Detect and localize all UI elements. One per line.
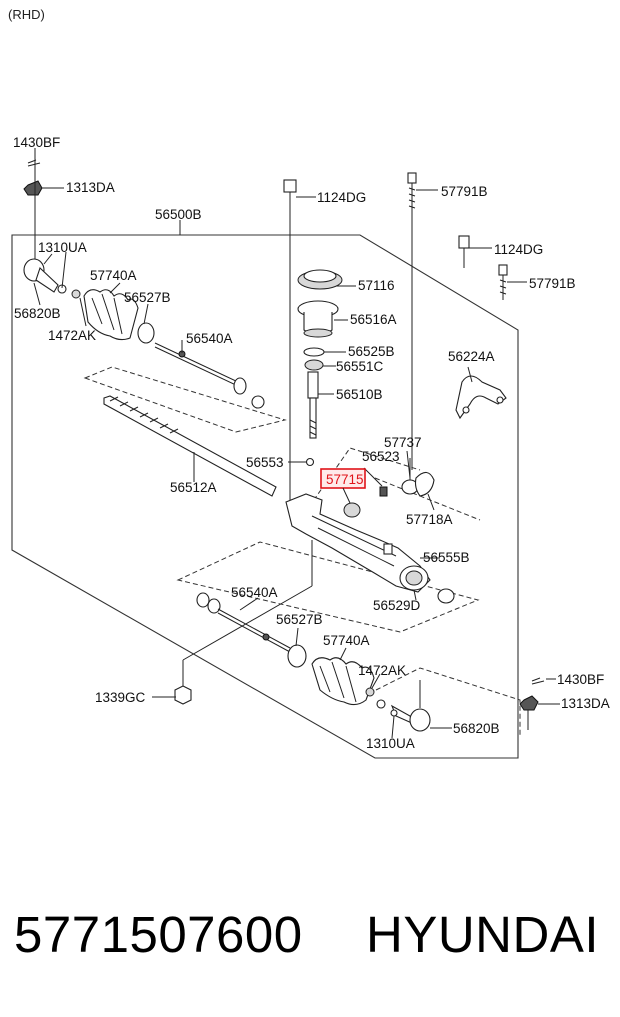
label-56512a[interactable]: 56512A: [170, 480, 217, 495]
castle-nut-bottom: [519, 695, 539, 711]
label-56525b[interactable]: 56525B: [348, 344, 395, 359]
label-56500b[interactable]: 56500B: [155, 207, 202, 222]
label-56551c[interactable]: 56551C: [336, 359, 384, 374]
cotter-pin-top: [27, 159, 41, 167]
boot-top: [83, 289, 139, 341]
label-57740a-top[interactable]: 57740A: [90, 268, 137, 283]
boot-band-top: [137, 322, 155, 344]
dust-seal-57116: [297, 269, 343, 290]
mounting-clamp-56224a: [455, 235, 508, 420]
label-1310ua-bottom[interactable]: 1310UA: [366, 736, 415, 751]
boot-bottom: [311, 657, 375, 706]
variant-label: (RHD): [8, 7, 45, 22]
part-title: 5771507600 HYUNDAI: [14, 905, 614, 975]
assembly-frame: [11, 234, 519, 759]
label-56820b-top[interactable]: 56820B: [14, 306, 61, 321]
label-57740a-bottom[interactable]: 57740A: [323, 633, 370, 648]
label-1472ak-bottom[interactable]: 1472AK: [358, 663, 406, 678]
label-1124dg-1[interactable]: 1124DG: [317, 190, 366, 205]
cotter-pin-bottom: [531, 677, 545, 685]
bolt-1124dg-left: [283, 179, 297, 500]
bearing-56551c: [304, 359, 324, 371]
label-56523[interactable]: 56523: [362, 449, 400, 464]
jam-nut-bottom: [376, 699, 386, 709]
boot-band-bottom: [287, 644, 307, 668]
steering-rack: [103, 395, 277, 497]
part-number: 5771507600: [14, 906, 303, 963]
label-56527b-bottom[interactable]: 56527B: [276, 612, 323, 627]
label-1339gc[interactable]: 1339GC: [95, 690, 146, 705]
clip-top: [71, 289, 81, 299]
label-56555b[interactable]: 56555B: [423, 550, 470, 565]
stud-57791b-left: [407, 172, 417, 470]
inner-tie-rod-bottom: [196, 592, 291, 653]
leader-lines: [33, 148, 560, 739]
label-1310ua-top[interactable]: 1310UA: [38, 240, 87, 255]
brand-name: HYUNDAI: [366, 906, 600, 963]
tie-rod-upper-outline: [83, 366, 287, 433]
label-1313da-bottom[interactable]: 1313DA: [561, 696, 610, 711]
label-57715[interactable]: 57715: [326, 472, 364, 487]
snap-ring-56525b: [303, 347, 325, 357]
inner-tie-rod-top: [154, 342, 265, 409]
label-56224a[interactable]: 56224A: [448, 349, 495, 364]
label-57791b-2[interactable]: 57791B: [529, 276, 576, 291]
label-1313da-top[interactable]: 1313DA: [66, 180, 115, 195]
right-outrigger-outline: [375, 667, 521, 735]
label-1472ak-top[interactable]: 1472AK: [48, 328, 96, 343]
label-1430bf-top[interactable]: 1430BF: [13, 135, 60, 150]
yoke-57718a: [414, 471, 435, 497]
label-1430bf-bottom[interactable]: 1430BF: [557, 672, 604, 687]
rack-housing-outline: [176, 541, 480, 633]
clip-bottom: [365, 687, 375, 697]
label-56516a[interactable]: 56516A: [350, 312, 397, 327]
label-56553[interactable]: 56553: [246, 455, 284, 470]
bushing-56555b: [437, 588, 455, 604]
label-56540a-top[interactable]: 56540A: [186, 331, 233, 346]
label-57718a[interactable]: 57718A: [406, 512, 453, 527]
label-56820b-bottom[interactable]: 56820B: [453, 721, 500, 736]
outer-tie-rod-end-bottom: [390, 680, 431, 732]
label-57737[interactable]: 57737: [384, 435, 422, 450]
label-56510b[interactable]: 56510B: [336, 387, 383, 402]
label-56527b-top[interactable]: 56527B: [124, 290, 171, 305]
bushing-56553: [305, 457, 315, 467]
label-56529d[interactable]: 56529D: [373, 598, 421, 613]
nut-1339gc: [174, 685, 192, 705]
pinion-cover-56516a: [297, 300, 339, 338]
nut-56523: [379, 486, 388, 497]
castle-nut-top: [23, 180, 43, 196]
rack-housing: [285, 493, 455, 604]
pinion-cover-outline: [299, 447, 421, 521]
label-57116[interactable]: 57116: [358, 278, 395, 293]
label-1124dg-2[interactable]: 1124DG: [494, 242, 543, 257]
pinion-shaft-56510b: [307, 371, 319, 439]
label-57791b-1[interactable]: 57791B: [441, 184, 488, 199]
label-56540a-bottom[interactable]: 56540A: [231, 585, 278, 600]
